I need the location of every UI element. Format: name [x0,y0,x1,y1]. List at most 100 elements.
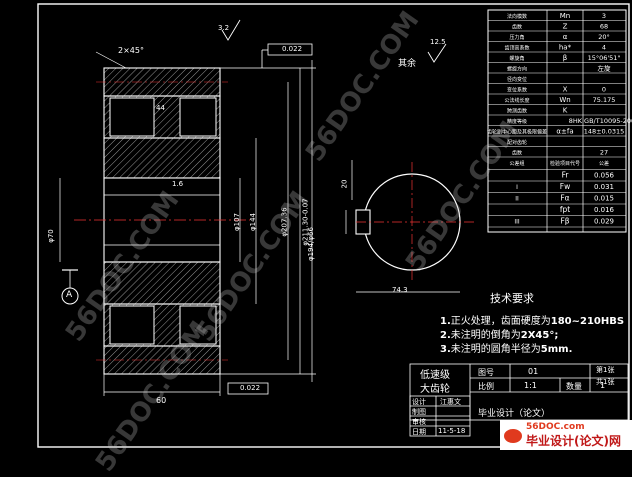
chamfer-label: 2×45° [118,46,144,55]
param-name: 齿数 [512,150,522,157]
brand-logo-icon [504,429,522,443]
tech-item-2: 2.未注明的倒角为2X45°; [440,326,558,341]
param-value: 20° [598,33,610,41]
tech-item-1: 1.正火处理，齿面硬度为180~210HBS [440,312,624,327]
gear-section [74,67,250,375]
tol-group: III [514,219,520,226]
label-sheet: 第1张 [596,366,615,374]
param-name: 齿数 [512,24,522,31]
tech-item-1-prefix: 1. [440,316,451,327]
roughness-rest-label: 其余 [398,59,417,69]
tech-item-3-emph: 5mm. [540,344,573,355]
part-name-2: 大齿轮 [420,384,450,395]
project-title: 毕业设计（论文） [478,409,551,419]
keyway-view [345,160,476,293]
tol-code: Fw [560,182,570,191]
tech-item-3-prefix: 3. [440,344,451,355]
pocket-bottom-left [109,305,155,345]
tol-code: Fr [562,171,570,180]
roughness-mark-top [221,19,241,41]
pocket-bottom-right [179,305,217,345]
param-symbol: ha* [559,44,572,52]
bore-dim: φ70 [46,229,55,243]
pocket-top-right [179,97,217,137]
tol-code: fpt [560,205,570,214]
hub-dim-2: 1.6 [172,180,184,188]
tech-item-1-emph: 180~210HBS [550,316,625,327]
date: 11-5-18 [438,427,466,435]
runout-bottom-value: 0.022 [240,384,261,392]
label-design: 设计 [412,398,426,406]
width-dim: 60 [156,396,167,405]
label-qty: 数量 [566,382,582,391]
param-name: 跨测齿数 [507,108,527,115]
param-value: 27 [600,149,608,157]
param-symbol: X [563,86,568,94]
param-name: 配对齿轮 [507,139,527,146]
tech-item-2-prefix: 2. [440,330,451,341]
param-value: 4 [602,44,606,52]
tol-header-group: 公差组 [509,160,524,167]
tol-value: 0.016 [594,206,615,214]
d5-dim: φ194/φ66 [306,227,315,261]
param-name: 压力角 [509,34,524,41]
hub-dim-1: 44 [156,104,165,112]
param-name: 变位系数 [507,87,527,94]
keyway-height-dim: 74.3 [392,286,408,294]
tol-value: 0.015 [594,195,614,203]
param-value: 8HK GB/T10095-2008 [569,117,632,125]
tol-header-value: 公差 [599,160,609,167]
tech-item-2-text: 未注明的倒角为 [450,330,521,341]
param-value: 68 [600,23,608,31]
d1-dim: φ107 [232,213,241,231]
part-name-1: 低速级 [420,370,450,381]
gear-dimensions [59,51,316,396]
sheet-total: 共1张 [596,378,615,386]
runout-frame-top [267,43,313,56]
param-symbol: Mn [560,12,570,20]
tol-code: Fα [560,194,569,203]
param-symbol: α±fa [556,128,573,136]
label-review: 审核 [412,418,426,426]
param-name: 齿顶高系数 [504,45,529,52]
param-value: 3 [602,12,606,20]
roughness-mark-rest [427,43,447,63]
tol-group: II [515,196,519,203]
tol-group: I [516,184,518,191]
tech-title: 技术要求 [490,292,534,305]
param-name: 公法线长度 [504,97,529,104]
tech-item-2-emph: 2X45°; [520,330,559,341]
hub-top [103,137,221,179]
tech-item-1-text: 正火处理，齿面硬度为 [450,316,551,327]
scale: 1:1 [524,381,537,390]
runout-top-value: 0.022 [282,45,303,53]
param-name: 螺旋角 [509,55,524,62]
param-value: 左旋 [598,64,612,73]
param-value: 148±0.0315 [584,128,625,136]
datum-label: A [66,290,73,300]
brand-name: 毕业设计(论文)网 [526,434,621,448]
param-symbol: Z [563,23,568,31]
runout-frame-bottom [227,382,269,395]
label-date: 日期 [412,428,426,436]
tol-value: 0.031 [594,183,614,191]
param-symbol: Wn [559,96,570,104]
label-draw: 制图 [412,408,426,416]
param-name: 螺旋方向 [507,66,527,73]
param-symbol: K [563,107,568,115]
keyway-width-dim: 20 [340,179,349,189]
roughness-face-label: 3.2 [218,24,230,32]
roughness-rest-value: 12.5 [430,38,446,46]
param-value: 15°06'51" [588,54,621,62]
tol-value: 0.029 [594,218,614,226]
tol-code: Fβ [560,217,569,226]
label-drawing-no: 图号 [478,368,494,377]
tol-value: 0.056 [594,172,615,180]
brand-badge: 56DOC.com 毕业设计(论文)网 [500,420,632,450]
brand-site: 56DOC.com [526,422,585,432]
tol-header-item: 检验项目代号 [550,160,580,167]
label-scale: 比例 [478,382,494,391]
